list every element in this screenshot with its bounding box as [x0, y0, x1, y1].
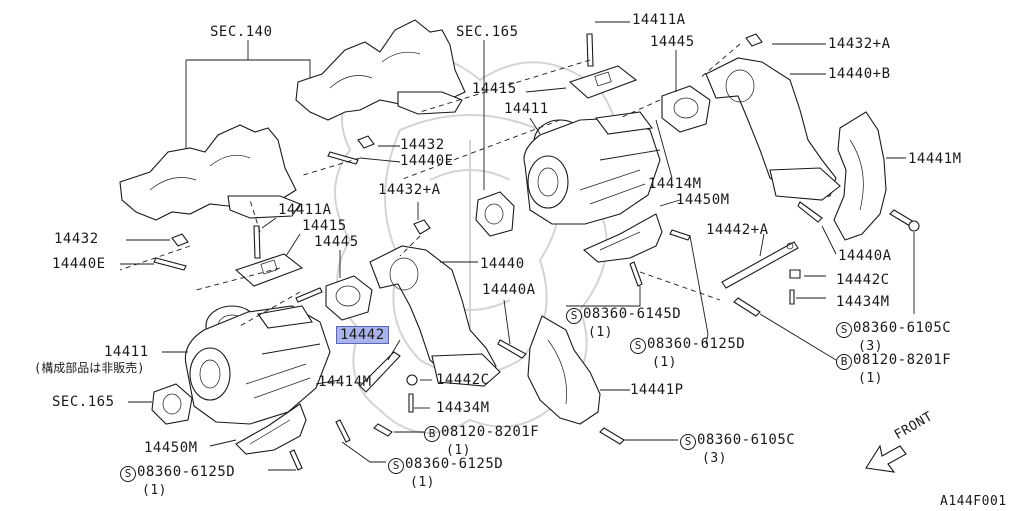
prefix-s-icon: S — [388, 458, 404, 474]
bolt-6125D-mid — [335, 419, 351, 443]
part-14415-top[interactable]: 14415 — [472, 81, 517, 97]
part-14441P[interactable]: 14441P — [630, 382, 684, 398]
leader-lines — [120, 21, 915, 471]
part-14411-left[interactable]: 14411 — [104, 344, 149, 360]
bolt-right-mid — [889, 209, 920, 232]
part-14440A-mid[interactable]: 14440A — [482, 282, 536, 298]
gasket-14445-mid — [325, 275, 373, 321]
turbocharger-upper — [523, 111, 661, 225]
part-14414M-left[interactable]: 14414M — [318, 374, 372, 390]
part-14442-highlighted[interactable]: 14442 — [336, 326, 389, 344]
part-14434M-mid[interactable]: 14434M — [436, 400, 490, 416]
part-14434M-right[interactable]: 14434M — [836, 294, 890, 310]
washer-right — [789, 269, 801, 279]
part-14442C-right[interactable]: 14442C — [836, 272, 890, 288]
part-14441M[interactable]: 14441M — [908, 151, 962, 167]
sec165-lower-label[interactable]: SEC.165 — [52, 394, 115, 410]
note-not-sold-separately: (構成部品は非販売) — [34, 361, 145, 375]
prefix-s-icon: S — [120, 466, 136, 482]
part-14432A-mid[interactable]: 14432+A — [378, 182, 441, 198]
prefix-b-icon: B — [836, 354, 852, 370]
part-14432[interactable]: 14432 — [400, 137, 445, 153]
heat-insulator-14441M — [833, 111, 887, 241]
part-14414M-top[interactable]: 14414M — [648, 176, 702, 192]
part-14411A-mid[interactable]: 14411A — [278, 202, 332, 218]
prefix-s-icon: S — [836, 322, 852, 338]
turbocharger-lower — [184, 305, 331, 425]
part-14440A-right[interactable]: 14440A — [838, 248, 892, 264]
part-14411A-top[interactable]: 14411A — [632, 12, 686, 28]
turbine-outlet-mid — [369, 245, 501, 387]
part-14445-mid[interactable]: 14445 — [314, 234, 359, 250]
front-arrow-icon — [865, 444, 907, 473]
bolt-6125D-lower — [289, 449, 303, 471]
part-14440E-left[interactable]: 14440E — [52, 256, 106, 272]
part-14432-left[interactable]: 14432 — [54, 231, 99, 247]
part-14442C-mid[interactable]: 14442C — [436, 372, 490, 388]
part-14440[interactable]: 14440 — [480, 256, 525, 272]
gasket-sec165-lower — [151, 383, 193, 425]
prefix-s-icon: S — [680, 434, 696, 450]
bolt-upper-shield — [669, 229, 691, 241]
bracket-14442 — [359, 351, 401, 393]
prefix-s-icon: S — [566, 308, 582, 324]
exhaust-manifold-lower — [119, 124, 301, 221]
part-14445-top[interactable]: 14445 — [650, 34, 695, 50]
nut-14432-left — [171, 233, 189, 247]
bolt-14434M-mid — [408, 393, 414, 413]
heat-shield-14450M-lower — [235, 403, 307, 455]
bolt-6105C-lower — [599, 427, 625, 445]
prefix-s-icon: S — [630, 338, 646, 354]
gasket-14445-upper — [661, 85, 711, 133]
figure-id: A144F001 — [940, 494, 1007, 509]
sec165-upper-label[interactable]: SEC.165 — [456, 24, 519, 40]
bolt-6145D — [629, 261, 643, 287]
part-14450M-top[interactable]: 14450M — [676, 192, 730, 208]
nut-14432-top — [357, 135, 375, 149]
bolt-14434M-right — [789, 289, 795, 305]
turbine-outlet-upper — [705, 57, 841, 201]
stud-mid-left — [295, 287, 323, 303]
nut-14432A-top — [745, 33, 763, 47]
stud-upper — [586, 33, 594, 67]
nut-14432A-mid — [413, 219, 431, 235]
part-14440B[interactable]: 14440+B — [828, 66, 891, 82]
part-14415-mid[interactable]: 14415 — [302, 218, 347, 234]
washer-14442C-mid — [406, 374, 418, 386]
washer-14440E-left — [153, 257, 187, 271]
sec140-bracket — [185, 40, 311, 150]
gasket-sec165-upper — [475, 191, 515, 237]
stud-14440A-right — [797, 201, 823, 223]
part-14450M-left[interactable]: 14450M — [144, 440, 198, 456]
prefix-b-icon: B — [424, 426, 440, 442]
part-14432A-top[interactable]: 14432+A — [828, 36, 891, 52]
heat-insulator-14441P — [527, 315, 601, 425]
gasket-14415-upper — [568, 65, 638, 99]
exhaust-manifold-upper — [295, 19, 466, 121]
assembly-guide-lines — [119, 43, 741, 327]
bracket-14442A — [721, 241, 799, 289]
part-14411-top[interactable]: 14411 — [504, 101, 549, 117]
bolt-6125D-right — [733, 297, 761, 317]
gasket-14415-mid — [234, 225, 304, 287]
part-14440E-top[interactable]: 14440E — [400, 153, 454, 169]
sec140-label[interactable]: SEC.140 — [210, 24, 273, 40]
part-14442A[interactable]: 14442+A — [706, 222, 769, 238]
stud-14440A-mid — [497, 339, 527, 359]
bolt-8201F-mid — [373, 423, 393, 437]
heat-shield-14450M-upper — [582, 213, 663, 263]
